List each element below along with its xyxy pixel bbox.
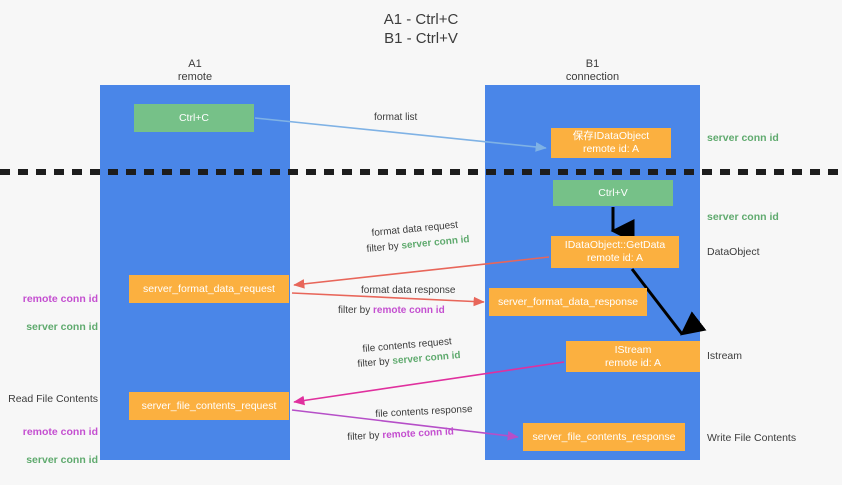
flow-label-format-list: format list	[374, 112, 418, 123]
filter-value-remote-conn-id: remote conn id	[382, 426, 455, 442]
label-remote-conn-id-2: remote conn id	[22, 426, 98, 438]
node-idataobject-getdata[interactable]: IDataObject::GetData remote id: A	[551, 236, 679, 268]
filter-prefix: filter by	[357, 355, 393, 370]
lane-header-a1: A1 remote	[177, 58, 213, 83]
node-server-format-data-response[interactable]: server_format_data_response	[489, 288, 647, 316]
node-server-format-data-request[interactable]: server_format_data_request	[129, 275, 289, 303]
node-server-file-contents-response[interactable]: server_file_contents_response	[523, 423, 685, 451]
label-server-conn-id-2: server conn id	[26, 454, 98, 466]
flow-label-file-contents-response: file contents response	[375, 403, 473, 420]
label-remote-conn-id-1: remote conn id	[22, 293, 98, 305]
label-left-conn-ids-bottom: remote conn id server conn id	[10, 411, 98, 467]
filter-prefix: filter by	[338, 305, 374, 316]
label-write-file-contents: Write File Contents	[707, 432, 797, 444]
filter-prefix: filter by	[366, 240, 403, 255]
node-server-file-contents-request[interactable]: server_file_contents_request	[129, 392, 289, 420]
label-read-file-contents: Read File Contents	[8, 393, 98, 405]
filter-prefix: filter by	[347, 430, 383, 443]
lane-header-b1: B1 connection	[565, 58, 620, 83]
label-server-conn-id-top: server conn id	[707, 132, 779, 144]
node-save-idataobject[interactable]: 保存IDataObject remote id: A	[551, 128, 671, 158]
label-server-conn-id-1: server conn id	[26, 321, 98, 333]
flow-label-file-contents-response-filter: filter by remote conn id	[347, 425, 454, 445]
page-title: A1 - Ctrl+C B1 - Ctrl+V	[383, 11, 459, 47]
flow-label-format-data-response-filter: filter by remote conn id	[338, 304, 445, 318]
node-ctrl-v[interactable]: Ctrl+V	[553, 180, 673, 206]
flow-label-format-data-response: format data response	[361, 285, 456, 296]
node-ctrl-c[interactable]: Ctrl+C	[134, 104, 254, 132]
label-istream: Istream	[707, 350, 743, 362]
label-dataobject: DataObject	[707, 246, 760, 258]
filter-value-remote-conn-id: remote conn id	[373, 305, 445, 316]
label-server-conn-id-mid: server conn id	[707, 211, 779, 223]
label-left-conn-ids-top: remote conn id server conn id	[10, 278, 98, 334]
node-istream[interactable]: IStream remote id: A	[566, 341, 700, 372]
